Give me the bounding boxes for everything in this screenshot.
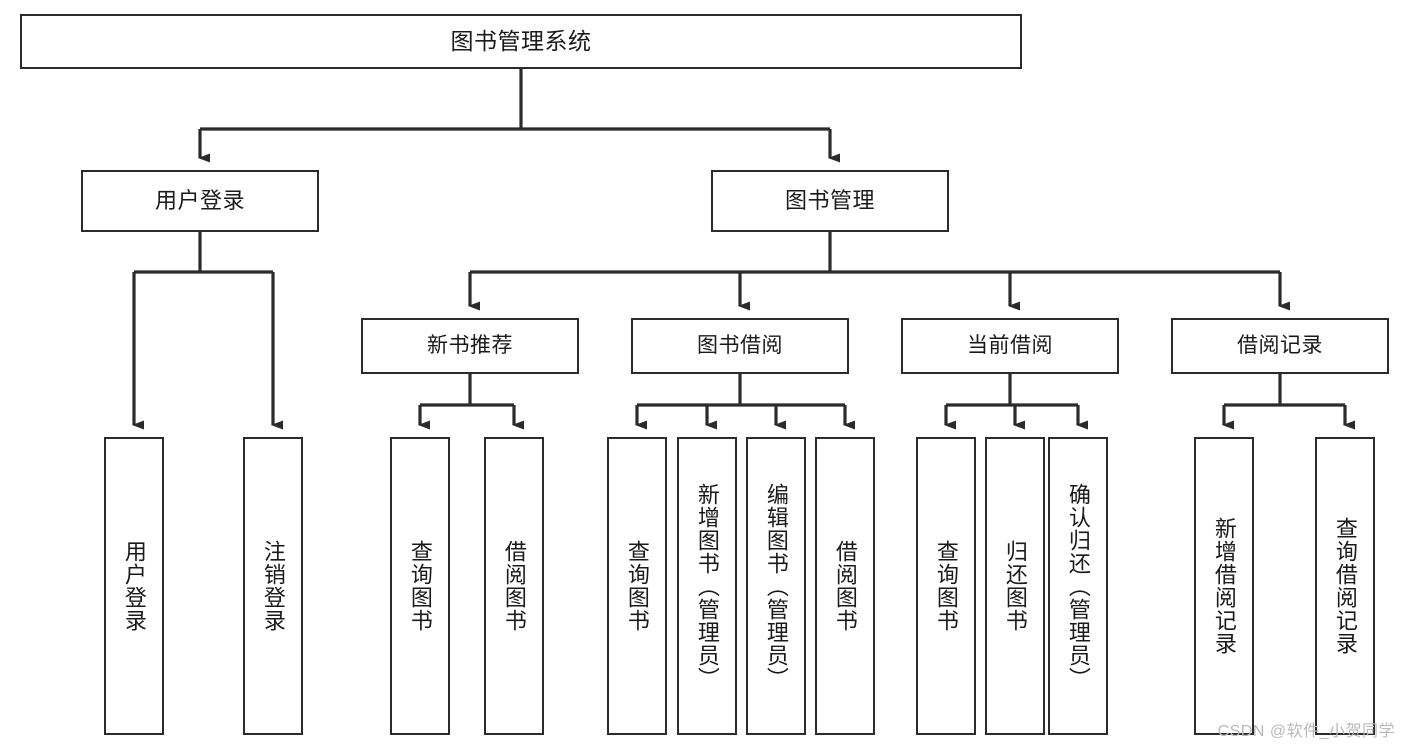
node-leaf-query-book-2-label: 查询图书 [624,540,650,632]
node-user-login-label: 用户登录 [154,188,245,214]
node-new-book-recommend-label: 新书推荐 [427,333,513,357]
node-current-borrow-label: 当前借阅 [967,333,1053,357]
node-user-login[interactable]: 用户登录 [81,170,319,232]
node-leaf-confirm-return-label: 确认归还（管理员） [1065,482,1091,690]
node-root-system[interactable]: 图书管理系统 [20,14,1022,69]
node-leaf-query-book-1-label: 查询图书 [407,540,433,632]
node-leaf-logout-login-label: 注销登录 [260,540,286,632]
node-leaf-borrow-book-2[interactable]: 借阅图书 [815,437,875,735]
node-leaf-return-book-label: 归还图书 [1002,540,1028,632]
node-leaf-query-record[interactable]: 查询借阅记录 [1315,437,1375,735]
node-leaf-add-book-label: 新增图书（管理员） [694,482,720,690]
node-leaf-query-record-label: 查询借阅记录 [1332,517,1358,655]
csdn-watermark: CSDN @软件_小贺同学 [1217,723,1395,740]
node-leaf-user-login[interactable]: 用户登录 [104,437,164,735]
node-leaf-edit-book[interactable]: 编辑图书（管理员） [746,437,806,735]
node-leaf-confirm-return[interactable]: 确认归还（管理员） [1048,437,1108,735]
node-leaf-borrow-book-1-label: 借阅图书 [501,540,527,632]
node-leaf-user-login-label: 用户登录 [121,540,147,632]
node-root-label: 图书管理系统 [450,28,592,55]
node-current-borrow[interactable]: 当前借阅 [901,318,1119,374]
node-new-book-recommend[interactable]: 新书推荐 [361,318,579,374]
node-leaf-logout-login[interactable]: 注销登录 [243,437,303,735]
node-book-manage[interactable]: 图书管理 [711,170,949,232]
node-leaf-add-record[interactable]: 新增借阅记录 [1194,437,1254,735]
node-leaf-return-book[interactable]: 归还图书 [985,437,1045,735]
node-leaf-query-book-1[interactable]: 查询图书 [390,437,450,735]
node-borrow-record[interactable]: 借阅记录 [1171,318,1389,374]
node-borrow-record-label: 借阅记录 [1237,333,1323,357]
node-leaf-edit-book-label: 编辑图书（管理员） [763,482,789,690]
node-book-manage-label: 图书管理 [784,188,875,214]
node-leaf-query-book-3[interactable]: 查询图书 [916,437,976,735]
node-leaf-query-book-3-label: 查询图书 [933,540,959,632]
node-book-borrow-label: 图书借阅 [697,333,783,357]
node-leaf-query-book-2[interactable]: 查询图书 [607,437,667,735]
node-leaf-borrow-book-1[interactable]: 借阅图书 [484,437,544,735]
node-book-borrow[interactable]: 图书借阅 [631,318,849,374]
node-leaf-borrow-book-2-label: 借阅图书 [832,540,858,632]
node-leaf-add-record-label: 新增借阅记录 [1211,517,1237,655]
node-leaf-add-book[interactable]: 新增图书（管理员） [677,437,737,735]
